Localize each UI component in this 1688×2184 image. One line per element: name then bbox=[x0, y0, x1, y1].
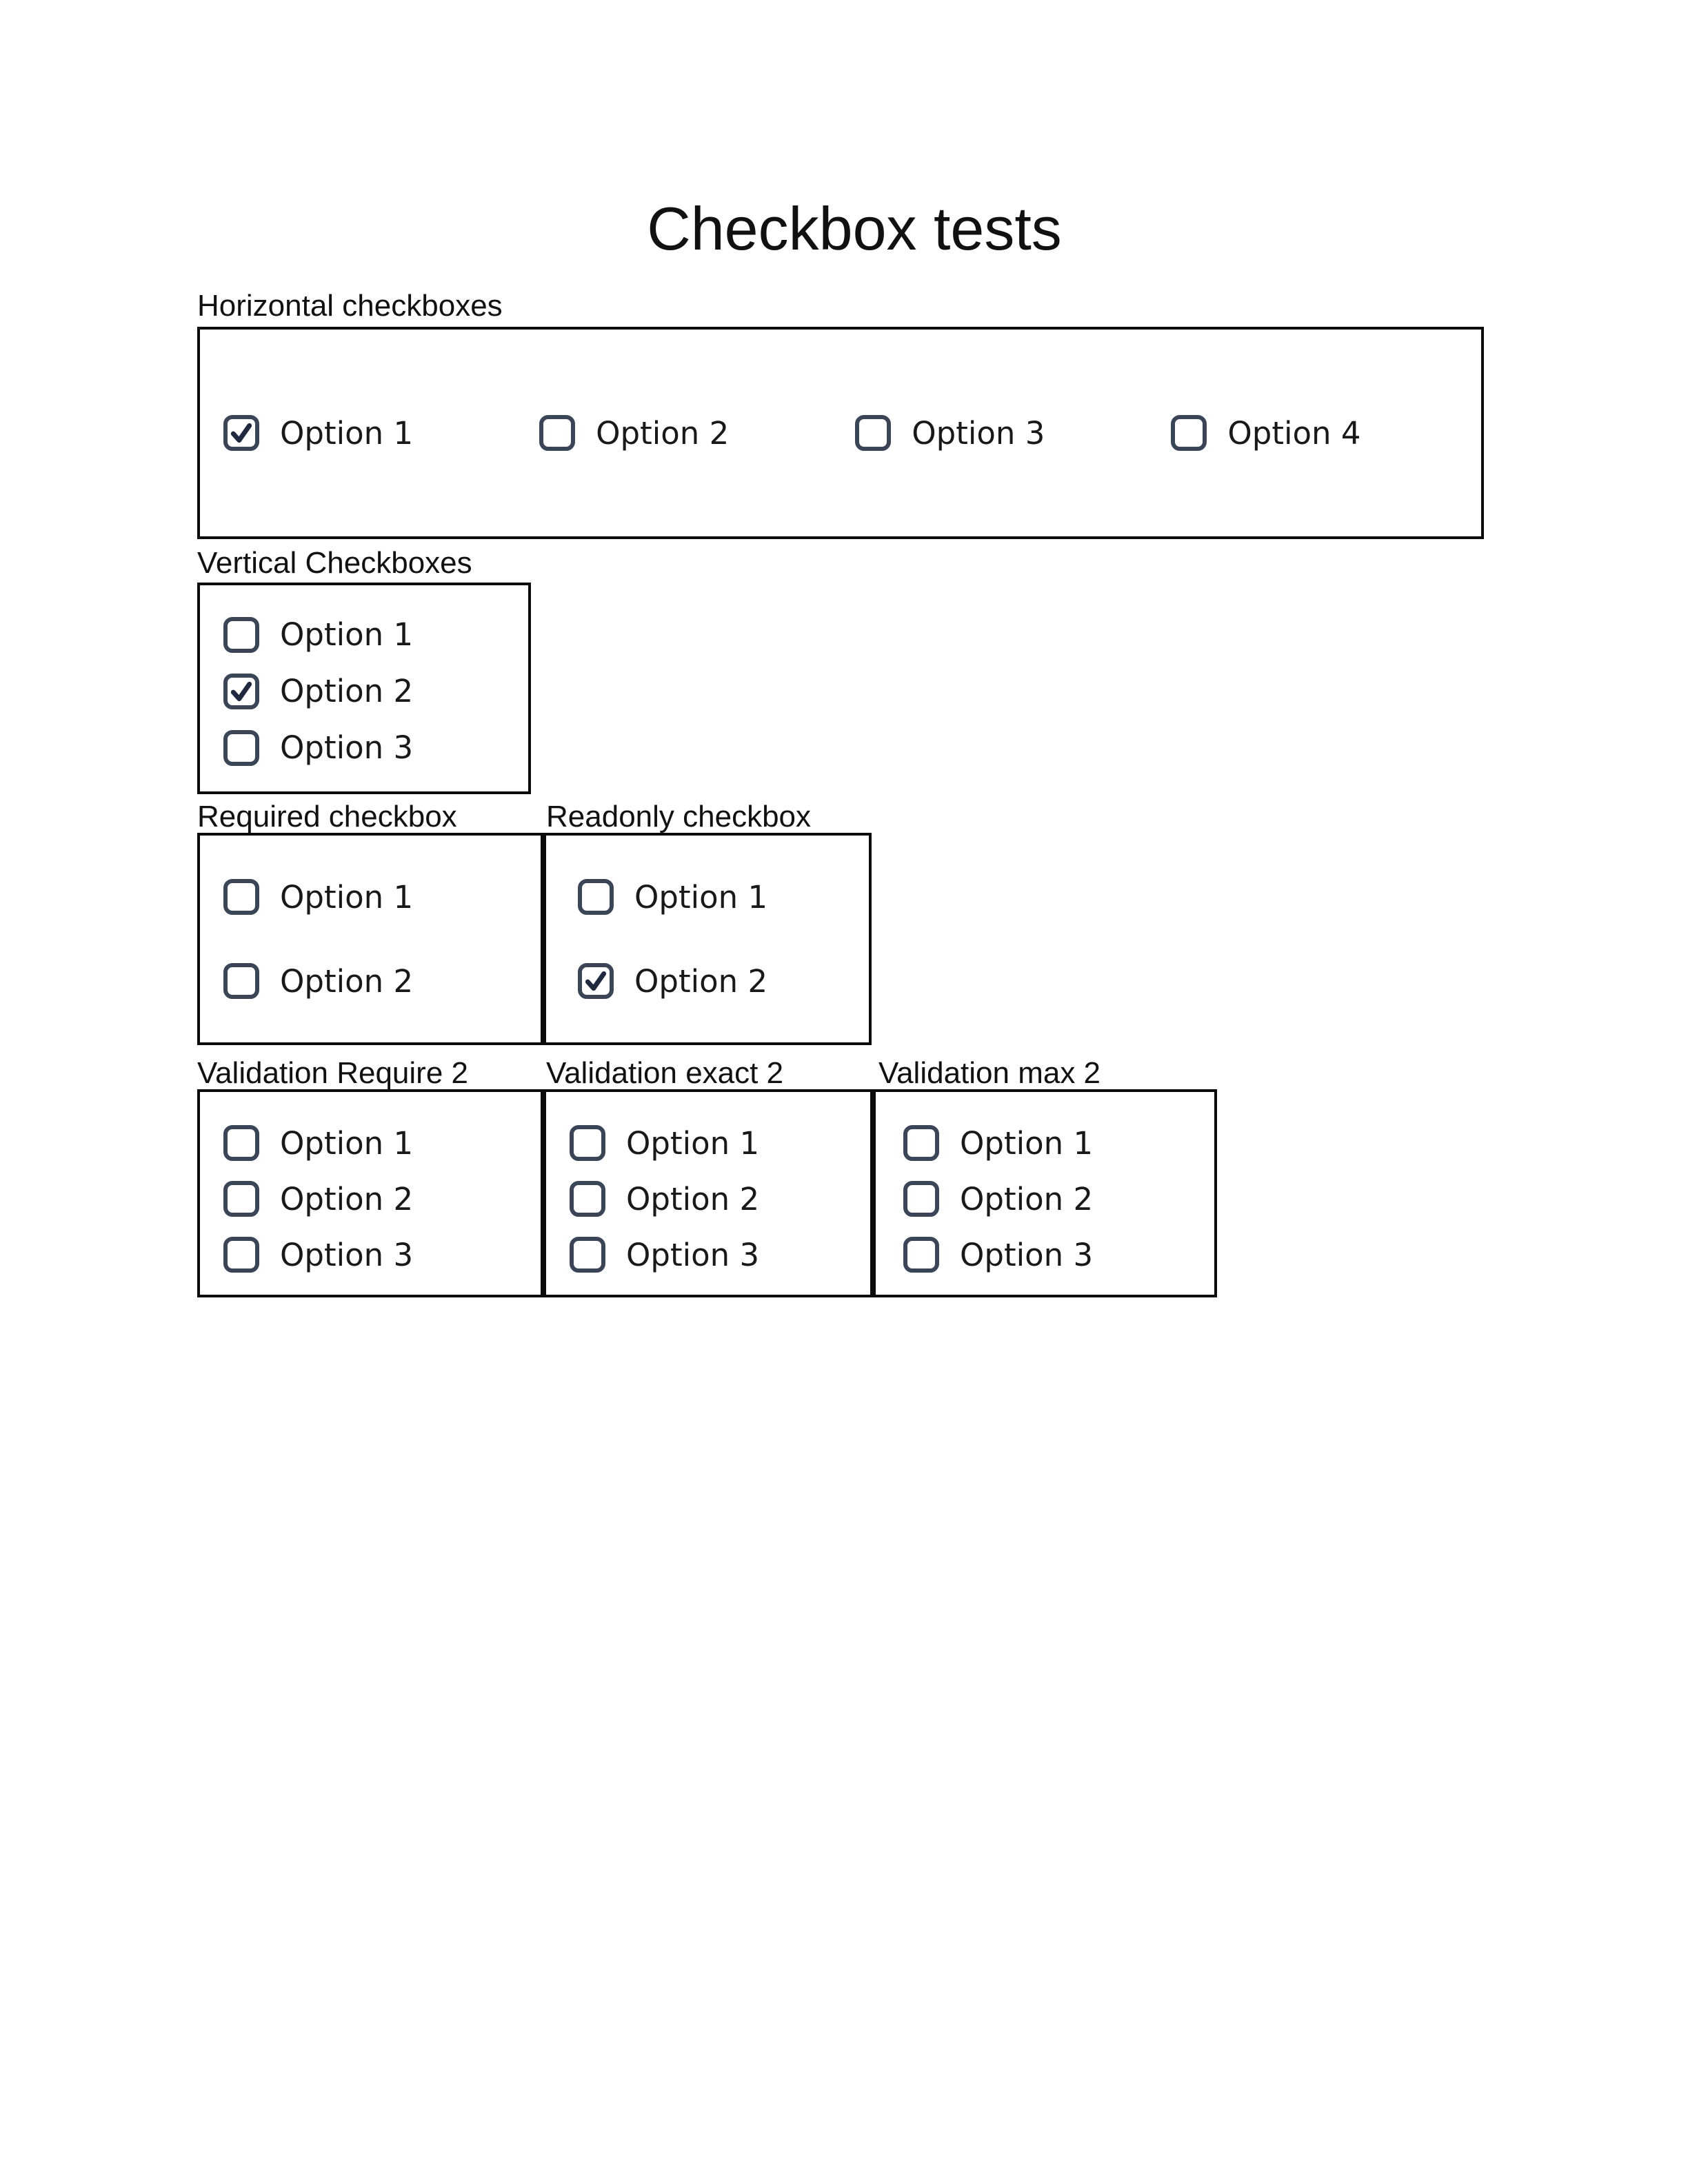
checkbox-label[interactable]: Option 3 bbox=[280, 729, 414, 766]
checkbox-label[interactable]: Option 2 bbox=[280, 962, 414, 1000]
checkbox[interactable] bbox=[223, 616, 259, 653]
section-label-vertical: Vertical Checkboxes bbox=[197, 546, 472, 580]
checkbox-label[interactable]: Option 2 bbox=[280, 1180, 414, 1217]
checkbox-item[interactable]: Option 2 bbox=[223, 673, 528, 709]
checkbox-label[interactable]: Option 3 bbox=[960, 1236, 1094, 1273]
section-label-required: Required checkbox bbox=[197, 800, 457, 833]
checkbox[interactable] bbox=[223, 729, 259, 766]
checkbox-label[interactable]: Option 1 bbox=[960, 1124, 1094, 1162]
checkbox-item[interactable]: Option 3 bbox=[903, 1237, 1214, 1273]
checkbox-item[interactable]: Option 1 bbox=[223, 415, 413, 451]
checkbox[interactable] bbox=[223, 1125, 259, 1161]
checkbox-item[interactable]: Option 1 bbox=[903, 1125, 1214, 1161]
section-label-validation-exact-2: Validation exact 2 bbox=[546, 1056, 784, 1090]
checkbox[interactable] bbox=[855, 415, 892, 451]
checkbox-item[interactable]: Option 4 bbox=[1171, 414, 1361, 452]
checkbox-label[interactable]: Option 1 bbox=[280, 1124, 414, 1162]
section-label-validation-require-2: Validation Require 2 bbox=[197, 1056, 468, 1090]
checkbox-item[interactable]: Option 1 bbox=[223, 1125, 541, 1161]
checkbox[interactable] bbox=[223, 415, 259, 451]
checkbox-label[interactable]: Option 3 bbox=[280, 1236, 414, 1273]
group-box-validation-require-2: Option 1 Option 2 Option 3 bbox=[197, 1089, 543, 1297]
checkbox-item[interactable]: Option 1 bbox=[578, 879, 869, 915]
checkbox-label[interactable]: Option 2 bbox=[280, 673, 414, 709]
checkbox-label[interactable]: Option 2 bbox=[626, 1180, 760, 1217]
checkbox[interactable] bbox=[570, 1237, 605, 1273]
checkbox-label[interactable]: Option 1 bbox=[626, 1124, 760, 1162]
section-label-readonly: Readonly checkbox bbox=[546, 800, 812, 833]
checkbox[interactable] bbox=[903, 1237, 939, 1273]
checkbox-item[interactable]: Option 2 bbox=[539, 415, 729, 451]
group-box-validation-exact-2: Option 1 Option 2 Option 3 bbox=[543, 1089, 873, 1297]
checkbox-label[interactable]: Option 1 bbox=[280, 878, 414, 916]
checkbox-label[interactable]: Option 1 bbox=[280, 616, 414, 653]
checkbox-label[interactable]: Option 2 bbox=[960, 1180, 1094, 1217]
checkbox[interactable] bbox=[223, 1181, 259, 1217]
checkbox-item[interactable]: Option 3 bbox=[570, 1237, 870, 1273]
checkbox[interactable] bbox=[223, 879, 259, 915]
checkbox[interactable] bbox=[570, 1181, 605, 1217]
checkbox-label[interactable]: Option 3 bbox=[626, 1236, 760, 1273]
section-label-horizontal: Horizontal checkboxes bbox=[197, 289, 503, 323]
checkmark-icon bbox=[585, 971, 607, 991]
checkbox-item[interactable]: Option 1 bbox=[223, 616, 528, 653]
checkbox[interactable] bbox=[903, 1181, 939, 1217]
checkbox[interactable] bbox=[223, 1237, 259, 1273]
checkbox-label[interactable]: Option 3 bbox=[912, 414, 1045, 452]
checkmark-icon bbox=[230, 681, 252, 701]
checkbox[interactable] bbox=[223, 963, 259, 999]
group-box-vertical: Option 1 Option 2 Option 3 bbox=[197, 583, 531, 794]
checkbox-item[interactable]: Option 1 bbox=[570, 1125, 870, 1161]
group-box-validation-max-2: Option 1 Option 2 Option 3 bbox=[873, 1089, 1217, 1297]
checkbox[interactable] bbox=[539, 415, 576, 451]
checkbox-label[interactable]: Option 4 bbox=[1227, 414, 1361, 452]
checkbox[interactable] bbox=[1171, 415, 1207, 451]
checkbox-item[interactable]: Option 2 bbox=[903, 1181, 1214, 1217]
checkbox-item[interactable]: Option 3 bbox=[223, 1237, 541, 1273]
group-box-required: Option 1 Option 2 bbox=[197, 833, 543, 1045]
checkbox-label[interactable]: Option 1 bbox=[280, 414, 414, 452]
checkbox-item[interactable]: Option 3 bbox=[855, 415, 1045, 451]
checkbox-item[interactable]: Option 2 bbox=[570, 1181, 870, 1217]
checkbox-item[interactable]: Option 3 bbox=[223, 729, 528, 766]
checkbox-item[interactable]: Option 2 bbox=[223, 1181, 541, 1217]
checkbox[interactable] bbox=[570, 1125, 605, 1161]
checkbox[interactable] bbox=[578, 963, 614, 999]
checkbox[interactable] bbox=[903, 1125, 939, 1161]
checkbox-item[interactable]: Option 2 bbox=[223, 963, 541, 999]
group-box-readonly: Option 1 Option 2 bbox=[543, 833, 872, 1045]
checkbox-item[interactable]: Option 1 bbox=[223, 879, 541, 915]
page-title: Checkbox tests bbox=[647, 194, 1062, 263]
checkbox-label[interactable]: Option 1 bbox=[634, 878, 768, 916]
checkbox[interactable] bbox=[223, 673, 259, 709]
checkbox-label[interactable]: Option 2 bbox=[634, 962, 768, 1000]
checkbox-item[interactable]: Option 2 bbox=[578, 963, 869, 999]
checkbox[interactable] bbox=[578, 879, 614, 915]
checkbox-label[interactable]: Option 2 bbox=[596, 414, 730, 452]
group-box-horizontal: Option 1 Option 2 Option 3 Option 4 bbox=[197, 327, 1484, 539]
section-label-validation-max-2: Validation max 2 bbox=[878, 1056, 1101, 1090]
checkmark-icon bbox=[230, 423, 252, 443]
